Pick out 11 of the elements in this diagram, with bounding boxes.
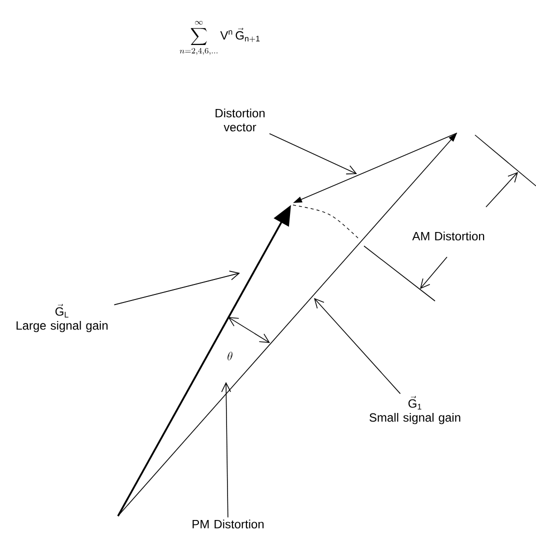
leader-line [114, 270, 240, 306]
leader-line [314, 298, 401, 394]
text-label: $\sum_{n=2,4,6,\ldots}^{\infty} \mathsf{V}^{\mathsf{n}}\,\vec{\mathsf{G}}_{\mathsf{n+1}}$ [180, 21, 260, 55]
leader-line [221, 382, 232, 518]
text-label: $\vec{\mathsf{G}}_{\mathsf{L}}$ Large signal gain [16, 304, 108, 332]
text-label: Distortion vector [216, 108, 265, 132]
leader-line [269, 133, 357, 174]
angle-symbol: $\theta$ [228, 352, 232, 360]
text-label: $\vec{\mathsf{G}}_{\mathsf{1}}$ Small signal gain [370, 396, 460, 424]
text-label: AM Distortion [412, 232, 484, 240]
text-label: PM Distortion [192, 520, 264, 528]
